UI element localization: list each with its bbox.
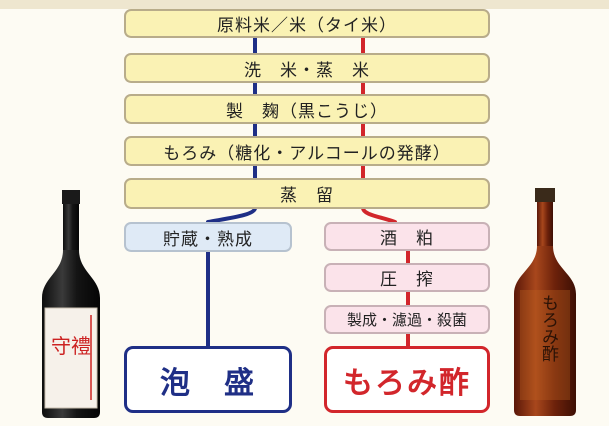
step-pressing: 圧 搾 (324, 263, 490, 292)
step-distill: 蒸 留 (124, 178, 490, 209)
right-bottle-label: もろみ酢 (538, 294, 559, 362)
step-storage-aging: 貯蔵・熟成 (124, 222, 292, 252)
step-moromi-ferment: もろみ（糖化・アルコールの発酵） (124, 136, 490, 166)
top-frame-strip (0, 0, 609, 9)
product-moromi-vinegar: もろみ酢 (324, 346, 490, 413)
step-sake-lees: 酒 粕 (324, 222, 490, 251)
step-raw-rice: 原料米／米（タイ米） (124, 9, 490, 38)
left-bottle-label: 守禮 (51, 334, 91, 358)
step-wash-steam: 洗 米・蒸 米 (124, 53, 490, 83)
step-koji: 製 麹（黒こうじ） (124, 94, 490, 124)
awamori-bottle-icon: 守禮 (42, 190, 100, 418)
moromi-vinegar-bottle-icon: もろみ酢 (514, 188, 576, 416)
product-awamori: 泡 盛 (124, 346, 292, 413)
step-filter-sterilize: 製成・濾過・殺菌 (324, 305, 490, 334)
red-branch (361, 206, 397, 224)
blue-branch (206, 206, 257, 224)
